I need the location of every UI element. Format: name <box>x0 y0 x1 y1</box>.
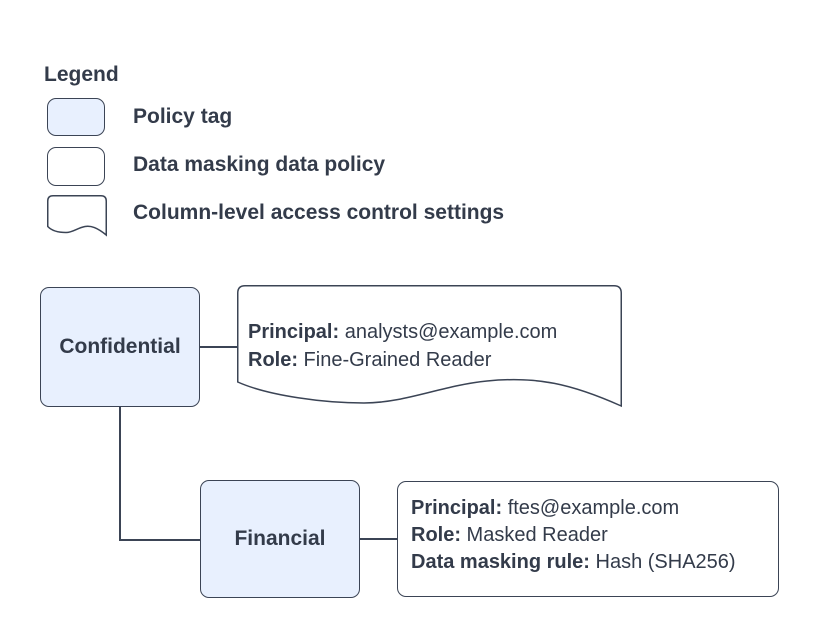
document-shape-icon <box>47 195 107 237</box>
legend-title: Legend <box>44 63 119 86</box>
column-access-control-swatch <box>47 195 107 239</box>
document-shape <box>237 285 622 408</box>
access-control-note-text: Principal: analysts@example.com Role: Fi… <box>248 318 557 374</box>
edge-confidential-to-financial-horizontal <box>119 539 201 541</box>
edge-confidential-to-access-note <box>200 346 238 348</box>
policy-tag-swatch <box>47 98 105 136</box>
data-masking-policy-swatch <box>47 147 105 186</box>
data-masking-policy-note: Principal: ftes@example.com Role: Masked… <box>397 481 779 597</box>
access-control-settings-note: Principal: analysts@example.com Role: Fi… <box>237 285 622 410</box>
edge-financial-to-masking-note <box>359 538 398 540</box>
note-line: Role: Masked Reader <box>411 524 608 546</box>
data-masking-note-text: Principal: ftes@example.com Role: Masked… <box>411 495 736 576</box>
legend-label-column-access-control: Column-level access control settings <box>133 201 505 224</box>
note-line: Principal: ftes@example.com <box>411 497 680 519</box>
edge-confidential-to-financial-vertical <box>119 406 121 540</box>
note-line: Principal: analysts@example.com <box>248 321 558 343</box>
legend-label-data-masking-policy: Data masking data policy <box>133 153 386 176</box>
note-line: Role: Fine-Grained Reader <box>248 349 492 371</box>
note-line: Data masking rule: Hash (SHA256) <box>411 551 736 573</box>
policy-tag-node-confidential: Confidential <box>40 287 200 407</box>
policy-tag-node-label: Confidential <box>59 335 181 358</box>
legend-label-policy-tag: Policy tag <box>133 105 233 128</box>
policy-tag-node-label: Financial <box>234 527 326 550</box>
policy-tag-node-financial: Financial <box>200 480 360 598</box>
